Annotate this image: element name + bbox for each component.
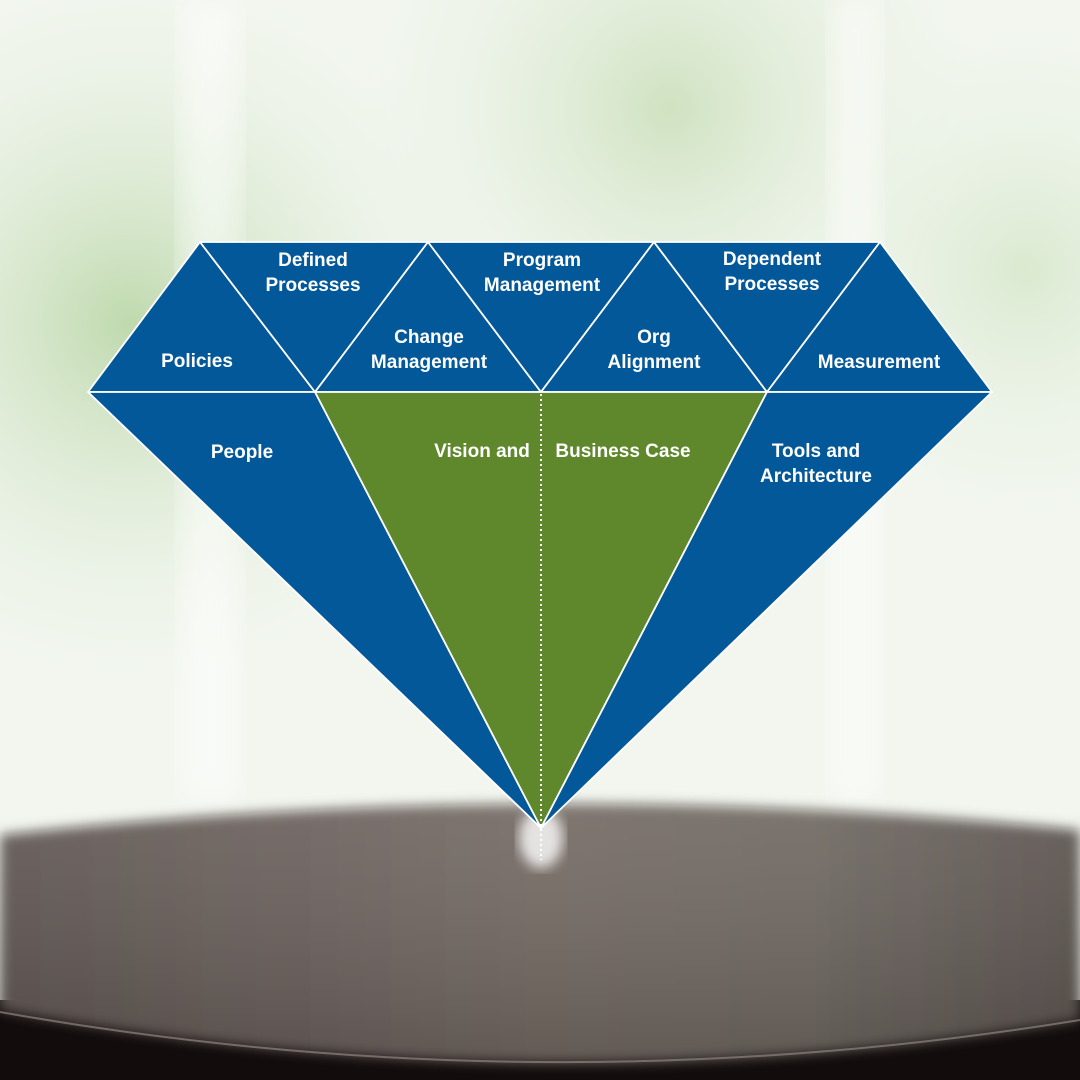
label-line: Alignment <box>607 352 701 373</box>
label-org-alignment: Org Alignment <box>608 325 701 375</box>
label-program-management: Program Management <box>484 248 600 298</box>
label-vision-and: Vision and <box>434 439 530 464</box>
label-line: Defined <box>278 250 348 271</box>
label-line: Tools and <box>771 441 861 462</box>
label-line: Management <box>483 275 601 296</box>
label-defined-processes: Defined Processes <box>265 248 360 298</box>
label-line: Business Case <box>555 441 691 462</box>
label-policies: Policies <box>161 349 233 374</box>
label-line: People <box>210 442 274 463</box>
label-line: Processes <box>724 274 820 295</box>
label-line: Org <box>637 327 671 348</box>
label-business-case: Business Case <box>555 439 690 464</box>
facet-tools-architecture[interactable] <box>540 391 993 829</box>
label-line: Processes <box>265 275 361 296</box>
label-line: Management <box>370 352 488 373</box>
label-line: Policies <box>161 351 233 372</box>
label-line: Program <box>502 250 582 271</box>
label-line: Vision and <box>434 441 530 462</box>
label-dependent-processes: Dependent Processes <box>723 247 821 297</box>
label-line: Architecture <box>760 466 872 487</box>
label-tools-architecture: Tools and Architecture <box>760 439 872 489</box>
label-line: Measurement <box>817 352 941 373</box>
label-line: Change <box>394 327 464 348</box>
label-people: People <box>211 440 273 465</box>
label-measurement: Measurement <box>818 350 941 375</box>
label-line: Dependent <box>722 249 822 270</box>
label-change-management: Change Management <box>371 325 487 375</box>
